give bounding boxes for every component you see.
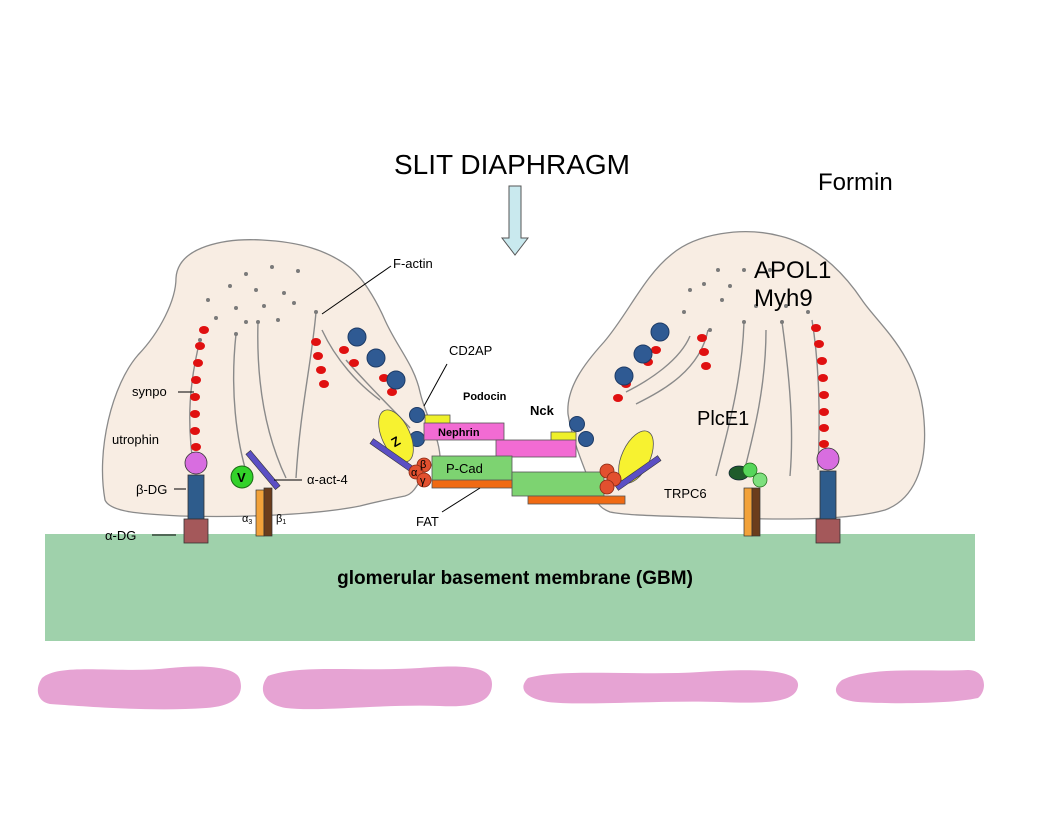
right-actin-dots xyxy=(682,268,810,332)
gbm-label: glomerular basement membrane (GBM) xyxy=(337,568,693,589)
nck-label: Nck xyxy=(530,403,555,418)
apol1-label: APOL1 xyxy=(754,257,831,284)
nephrin-label: Nephrin xyxy=(438,427,480,439)
integrin-beta1-right xyxy=(751,487,761,537)
alpha-act-4-label: α-act-4 xyxy=(307,472,348,487)
plce1-label: PlcE1 xyxy=(697,408,749,430)
gbm-band xyxy=(45,534,975,641)
alpha-dg-left xyxy=(183,518,209,544)
trpc6-complex xyxy=(728,462,768,488)
vinculin-label: V xyxy=(237,470,246,485)
vinculin-circle xyxy=(230,465,254,489)
catenins-right xyxy=(599,463,622,495)
beta-dg-right xyxy=(819,470,837,520)
catenins-left xyxy=(408,457,432,488)
utrophin-right xyxy=(816,447,840,471)
nephrin-left xyxy=(423,422,505,441)
cd2ap-label: CD2AP xyxy=(449,343,492,358)
podocin-label: Podocin xyxy=(463,391,507,403)
left-actin-filaments xyxy=(189,311,411,479)
left-actin-dots xyxy=(198,265,318,342)
fat-left xyxy=(431,479,513,489)
integrin-beta1-left xyxy=(263,487,273,537)
endothelial-cell-4 xyxy=(835,670,984,704)
alpha-dg-right xyxy=(815,518,841,544)
slit-diaphragm-arrow xyxy=(500,185,530,256)
trpc6-label: TRPC6 xyxy=(664,486,707,501)
fat-label: FAT xyxy=(416,514,439,529)
p-cad-left xyxy=(431,455,513,482)
right-blue-spheres xyxy=(569,322,670,447)
beta-dg-label: β-DG xyxy=(136,482,167,497)
alpha-act-4-bar-right xyxy=(614,455,662,491)
integrin-beta1-label: β1 xyxy=(276,513,286,526)
f-actin-label: F-actin xyxy=(393,256,433,271)
formin-label: Formin xyxy=(818,169,893,196)
p-cad-label: P-Cad xyxy=(446,461,483,476)
endothelial-cell-1 xyxy=(37,666,241,710)
catenin-beta-label: β xyxy=(420,459,426,471)
fat-right xyxy=(527,495,626,505)
alpha-dg-label: α-DG xyxy=(105,528,136,543)
endothelial-cell-3 xyxy=(523,670,799,704)
integrin-alpha3-left xyxy=(255,489,265,537)
myh9-label: Myh9 xyxy=(754,285,813,312)
left-synpo-dots xyxy=(190,326,397,451)
synpo-label: synpo xyxy=(132,384,167,399)
beta-dg-left xyxy=(187,474,205,520)
leader-lines xyxy=(152,265,481,536)
catenin-alpha-label: α xyxy=(411,467,418,479)
alpha-act-4-bar-integrin xyxy=(245,450,281,490)
catenin-gamma-label: γ xyxy=(420,475,426,487)
utrophin-left xyxy=(184,451,208,475)
integrin-alpha3-label: α3 xyxy=(242,513,252,526)
endothelial-cell-2 xyxy=(262,666,492,710)
diagram-title: SLIT DIAPHRAGM xyxy=(394,149,630,180)
utrophin-label: utrophin xyxy=(112,432,159,447)
p-cad-right xyxy=(511,471,605,497)
integrin-alpha3-right xyxy=(743,487,753,537)
left-foot-process xyxy=(101,239,441,518)
right-foot-process xyxy=(567,231,926,520)
nephrin-right xyxy=(495,439,577,458)
